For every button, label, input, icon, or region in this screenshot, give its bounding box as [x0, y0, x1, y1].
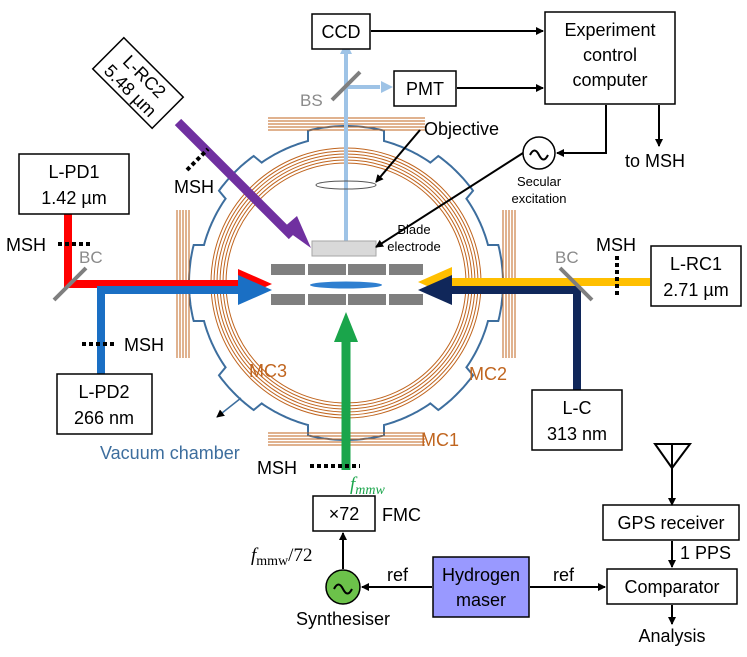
msh-label-lpd1: MSH: [6, 235, 46, 255]
fmc-box: ×72: [312, 495, 376, 532]
mc2-label: MC2: [469, 364, 507, 384]
lrc1-line2: 2.71 µm: [663, 280, 728, 300]
comparator-box: Comparator: [606, 568, 738, 605]
gps-box: GPS receiver: [602, 504, 740, 541]
ccd-box: CCD: [311, 13, 371, 50]
fmmw72-f: f: [251, 545, 259, 566]
electrode: [348, 294, 386, 305]
lrc2-box: L-RC2 5.48 µm: [91, 36, 185, 130]
synthesiser: [325, 569, 361, 605]
lrc1-box: L-RC1 2.71 µm: [650, 245, 742, 307]
synthesiser-label: Synthesiser: [296, 609, 390, 629]
lpd2-box: L-PD2 266 nm: [56, 373, 153, 435]
lpd2-line2: 266 nm: [74, 408, 134, 428]
analysis-label: Analysis: [638, 626, 705, 646]
sine-icon: [529, 149, 549, 161]
mmw-beam-arrowhead: [334, 312, 358, 342]
fmmw72-sub: mmw: [256, 554, 289, 569]
mechanical-shutters: [58, 147, 619, 468]
sine-icon: [333, 583, 353, 595]
lc-beam: [445, 286, 581, 390]
bs-label: BS: [300, 91, 323, 110]
pmt-beam-arrowhead: [381, 81, 393, 93]
vacuum-chamber-label: Vacuum chamber: [100, 443, 240, 463]
electrode: [271, 294, 305, 305]
msh-label-lrc1: MSH: [596, 235, 636, 255]
lpd2-beam: [97, 286, 245, 374]
msh-label-mmw: MSH: [257, 458, 297, 478]
electrode: [348, 264, 386, 275]
fmmw-label: fmmw: [350, 474, 386, 498]
pmt-box: PMT: [393, 70, 457, 107]
x72-label: ×72: [329, 504, 360, 524]
maser-line2: maser: [456, 590, 506, 610]
lrc2-beam: [174, 118, 296, 240]
electrode: [308, 264, 346, 275]
lc-line2: 313 nm: [547, 424, 607, 444]
secular-excitation-source: [522, 136, 556, 170]
ref-left-label: ref: [387, 565, 409, 585]
ccd-label: CCD: [322, 22, 361, 42]
msh-label-lpd2: MSH: [124, 335, 164, 355]
objective-label: Objective: [424, 119, 499, 139]
bc-right-label: BC: [555, 248, 579, 267]
blade-line2: electrode: [387, 239, 440, 254]
mc1-label: MC1: [421, 430, 459, 450]
gps-label: GPS receiver: [617, 513, 724, 533]
lc-line1: L-C: [562, 398, 591, 418]
lpd1-box: L-PD1 1.42 µm: [18, 153, 130, 215]
lpd2-beam-arrowhead: [238, 275, 272, 305]
to-msh-label: to MSH: [625, 151, 685, 171]
gps-antenna-icon: [653, 443, 692, 506]
electrode: [271, 264, 305, 275]
fmc-label: FMC: [382, 505, 421, 525]
ion-cloud: [310, 281, 382, 289]
maser-line1: Hydrogen: [442, 565, 520, 585]
fmmw-sub: mmw: [355, 483, 385, 498]
fmmw-f: f: [350, 474, 358, 495]
comparator-label: Comparator: [624, 577, 719, 597]
bc-left-label: BC: [79, 248, 103, 267]
ion-trap: [271, 180, 423, 305]
lpd1-line1: L-PD1: [48, 162, 99, 182]
computer-line3: computer: [572, 70, 647, 90]
computer-line2: control: [583, 45, 637, 65]
beam-combiner-right: [558, 266, 594, 302]
maser-box: Hydrogen maser: [432, 556, 530, 618]
lc-box: L-C 313 nm: [531, 389, 623, 451]
pmt-label: PMT: [406, 79, 444, 99]
beam-combiner-left: [52, 266, 88, 302]
fmmw72-div: /72: [288, 545, 312, 566]
fmmw72-label: fmmw/72: [251, 545, 312, 569]
electrode: [308, 294, 346, 305]
blade-line1: Blade: [397, 222, 430, 237]
lpd1-line2: 1.42 µm: [41, 188, 106, 208]
secular-line2: excitation: [512, 191, 567, 206]
ref-right-label: ref: [553, 565, 575, 585]
lrc2-beam-arrowhead: [283, 216, 311, 248]
objective-lens: [315, 180, 377, 190]
mc3-label: MC3: [249, 361, 287, 381]
computer-line1: Experiment: [564, 20, 655, 40]
pps-label: 1 PPS: [680, 543, 731, 563]
signal-wires: [216, 27, 676, 625]
secular-line1: Secular: [517, 174, 562, 189]
msh-label-lrc2: MSH: [174, 177, 214, 197]
lrc1-line1: L-RC1: [670, 254, 722, 274]
beam-splitter: [330, 70, 362, 102]
lc-beam-arrowhead: [418, 275, 452, 305]
electrode: [389, 294, 423, 305]
computer-box: Experiment control computer: [544, 11, 676, 105]
lpd2-line1: L-PD2: [78, 382, 129, 402]
electrode: [389, 264, 423, 275]
blade-electrode: [311, 240, 377, 257]
